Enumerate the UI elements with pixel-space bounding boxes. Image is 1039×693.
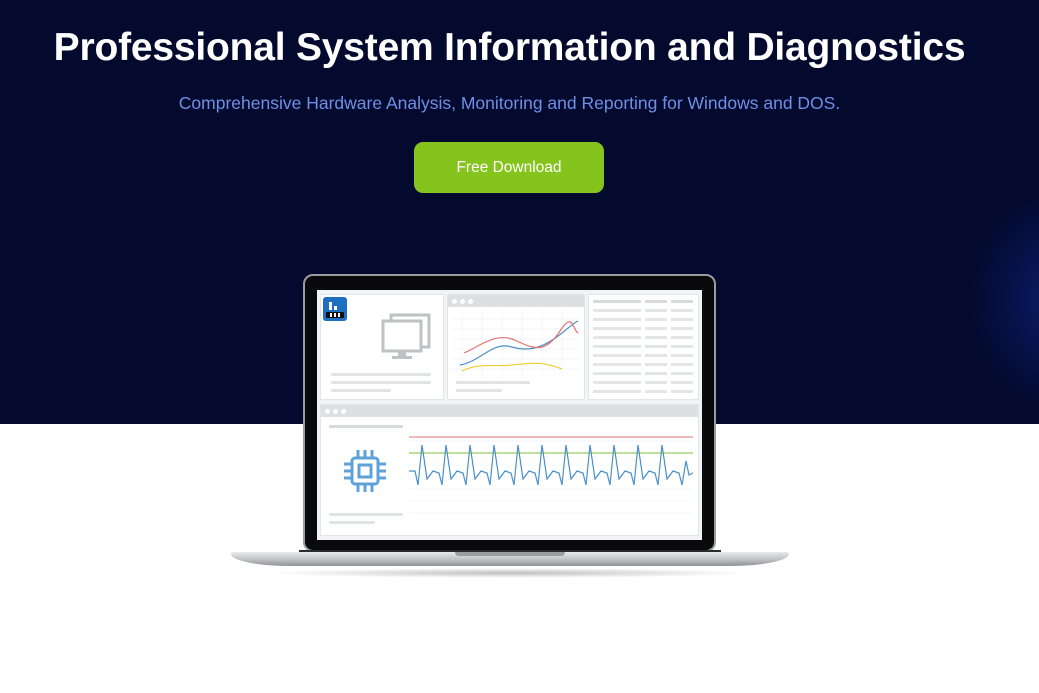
cpu-chip-icon (341, 447, 389, 495)
cpu-waveform-chart (409, 436, 693, 514)
window-titlebar (448, 295, 584, 307)
placeholder-line (329, 513, 403, 516)
details-table-panel (589, 295, 698, 399)
placeholder-line (456, 381, 530, 384)
trend-chart (452, 311, 580, 377)
table-rows (593, 309, 693, 395)
monitor-icon (379, 313, 435, 363)
placeholder-line (329, 425, 403, 428)
table-header (671, 300, 693, 303)
keyboard-edge (299, 550, 721, 553)
window-titlebar (321, 405, 698, 417)
window-dot (341, 409, 346, 414)
placeholder-line (331, 389, 391, 392)
laptop-shadow (265, 568, 755, 578)
window-dot (325, 409, 330, 414)
system-info-panel (321, 295, 443, 399)
placeholder-line (331, 373, 431, 376)
table-header (645, 300, 667, 303)
window-dot (452, 299, 457, 304)
trend-chart-window (448, 295, 584, 399)
placeholder-line (456, 389, 502, 392)
window-dot (460, 299, 465, 304)
placeholder-line (329, 521, 375, 524)
placeholder-line (331, 381, 431, 384)
window-dot (468, 299, 473, 304)
laptop-notch (455, 552, 565, 556)
laptop-screen (317, 290, 702, 540)
free-download-button[interactable]: Free Download (414, 142, 604, 193)
laptop-base (231, 552, 789, 566)
cpu-monitor-window (321, 405, 698, 535)
table-header (593, 300, 641, 303)
laptop-lid (303, 274, 716, 552)
hero-subtitle: Comprehensive Hardware Analysis, Monitor… (178, 93, 841, 113)
app-logo-icon (323, 297, 347, 321)
window-dot (333, 409, 338, 414)
laptop-illustration (225, 270, 795, 590)
hero-section: Professional System Information and Diag… (0, 0, 1039, 424)
hero-title: Professional System Information and Diag… (53, 26, 966, 69)
